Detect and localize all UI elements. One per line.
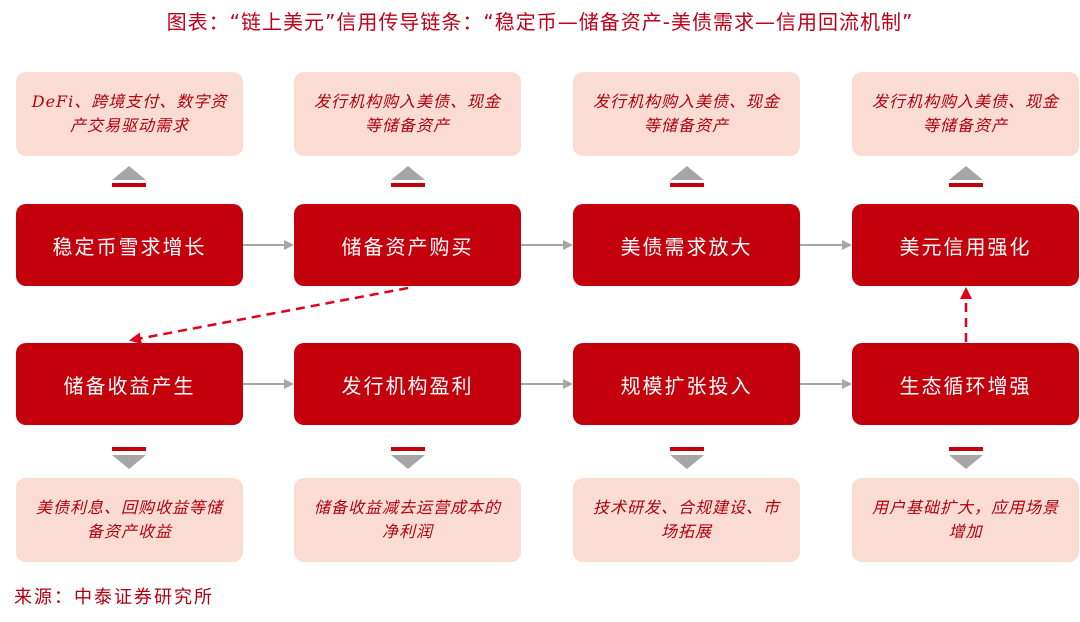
node-reserve-purchase: 储备资产购买 <box>294 204 521 286</box>
node-treasury-demand: 美债需求放大 <box>573 204 800 286</box>
dashed-arrow-reserve-to-income <box>129 286 409 345</box>
up-indicator-3 <box>670 166 704 187</box>
down-indicator-2 <box>391 447 425 469</box>
node-reserve-income: 储备收益产生 <box>16 343 243 425</box>
node-scale-investment: 规模扩张投入 <box>573 343 800 425</box>
down-indicator-1 <box>112 447 146 469</box>
up-indicator-2 <box>391 166 425 187</box>
node-ecosystem-loop: 生态循环增强 <box>852 343 1079 425</box>
top-note-3: 发行机构购入美债、现金等储备资产 <box>573 72 800 156</box>
node-stablecoin-demand: 稳定币雪求增长 <box>16 204 243 286</box>
up-indicator-4 <box>949 166 983 187</box>
top-note-2: 发行机构购入美债、现金等储备资产 <box>294 72 521 156</box>
bottom-note-2: 储备收益减去运营成本的净利润 <box>294 478 521 562</box>
top-note-1: DeFi、跨境支付、数字资产交易驱动需求 <box>16 72 243 156</box>
bottom-note-4: 用户基础扩大，应用场景增加 <box>852 478 1079 562</box>
up-indicator-1 <box>112 166 146 187</box>
bottom-note-3: 技术研发、合规建设、市场拓展 <box>573 478 800 562</box>
node-dollar-credit: 美元信用强化 <box>852 204 1079 286</box>
node-issuer-profit: 发行机构盈利 <box>294 343 521 425</box>
source-note: 来源：中泰证券研究所 <box>14 587 214 608</box>
figure-title: 图表：“链上美元”信用传导链条：“稳定币—储备资产-美债需求—信用回流机制” <box>166 10 914 34</box>
bottom-note-1: 美债利息、回购收益等储备资产收益 <box>16 478 243 562</box>
top-note-4: 发行机构购入美债、现金等储备资产 <box>852 72 1079 156</box>
down-indicator-4 <box>949 447 983 469</box>
down-indicator-3 <box>670 447 704 469</box>
